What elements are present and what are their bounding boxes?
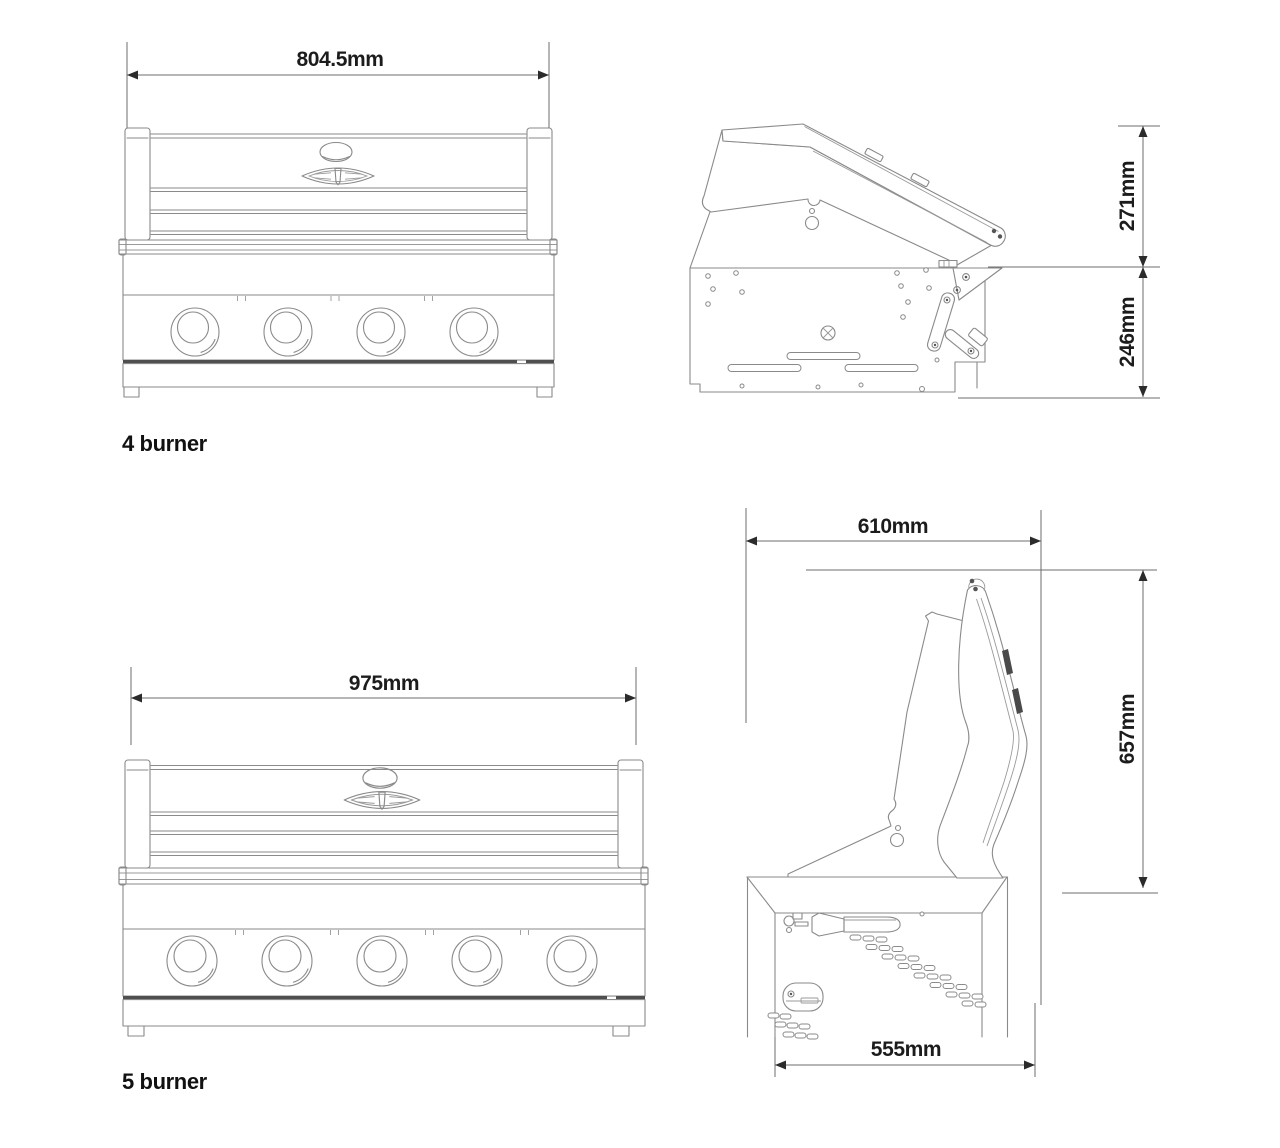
firebox-front-slant — [689, 208, 712, 269]
dimension-side5-open-height: 657mm — [806, 569, 1158, 894]
open-hood — [701, 123, 1006, 268]
right-foot — [612, 1025, 630, 1037]
front-view-4-burner — [118, 127, 558, 398]
front-view-5-burner — [118, 759, 649, 1037]
brand-badge — [343, 791, 421, 810]
burner-knob — [261, 935, 313, 987]
gas-inlet-plate — [782, 982, 824, 1012]
burner-knob — [451, 935, 503, 987]
vent-slot-cascade — [767, 934, 987, 1040]
bench-cutout — [746, 876, 1009, 1038]
handle-mount — [1002, 649, 1013, 675]
hinge-assembly — [926, 267, 1003, 359]
hood-panel-lines — [150, 764, 618, 857]
dim-label-975: 975mm — [349, 672, 419, 695]
hood-right-post — [526, 127, 553, 241]
left-foot — [127, 1025, 145, 1037]
burner-knob — [356, 935, 408, 987]
hood-lip — [118, 238, 558, 256]
panel-shadow-band — [123, 996, 645, 1000]
hood-vent-hole — [804, 215, 820, 231]
brand-badge — [301, 167, 375, 186]
wedge-vent-hole — [894, 824, 902, 832]
lower-band — [122, 999, 646, 1027]
dim-label-610: 610mm — [858, 515, 928, 538]
hood-gauge — [362, 767, 398, 789]
dim-label-271: 271mm — [1116, 161, 1139, 231]
burner-knob — [170, 307, 220, 357]
label-5-burner: 5 burner — [122, 1069, 208, 1094]
hood-panel-lines — [150, 133, 527, 236]
firebox-band — [122, 883, 646, 930]
burner-knob — [356, 307, 406, 357]
dim-label-246: 246mm — [1116, 297, 1139, 367]
panel-tick-marks — [237, 296, 433, 301]
handle-mount — [910, 172, 930, 188]
burner-knob — [166, 935, 218, 987]
handle-mount — [1012, 688, 1023, 714]
burner-knob — [546, 935, 598, 987]
dim-label-657: 657mm — [1116, 694, 1139, 764]
hood-vent-hole — [808, 207, 816, 215]
hood-rear-tab — [938, 259, 958, 268]
left-foot — [123, 386, 140, 398]
band-notch — [517, 360, 526, 364]
hood-gauge — [319, 141, 353, 163]
hood-left-post — [124, 759, 151, 869]
dimension-side5-cutout: 555mm — [774, 1003, 1036, 1077]
dim-label-804: 804.5mm — [296, 48, 383, 71]
firebox-body — [689, 267, 986, 393]
open-hood-blade — [937, 578, 1028, 879]
band-notch — [607, 996, 616, 1000]
side-view-5-burner — [746, 578, 1028, 1040]
side-view-4-burner — [689, 123, 1006, 393]
wedge-vent-hole — [889, 832, 905, 848]
burner-knob — [449, 307, 499, 357]
label-4-burner: 4 burner — [122, 431, 208, 456]
body-rivets — [705, 267, 940, 392]
dim-label-555: 555mm — [871, 1038, 941, 1061]
dimension-front4-width: 804.5mm — [126, 42, 550, 128]
hood-left-post — [124, 127, 151, 241]
hood-roof — [721, 123, 1006, 247]
lower-band — [122, 363, 555, 388]
datum-target-mark — [820, 325, 836, 341]
hood-side-panel — [701, 129, 992, 266]
gas-burner-assembly — [783, 911, 925, 937]
panel-shadow-band — [123, 360, 554, 364]
hood-lip — [118, 866, 649, 886]
hood-right-post — [617, 759, 644, 869]
handle-mount — [864, 147, 884, 163]
panel-tick-marks — [235, 930, 529, 935]
burner-knob — [263, 307, 313, 357]
firebox-band — [122, 253, 555, 296]
firebox-side-wedge — [787, 611, 971, 878]
dimension-front5-width: 975mm — [130, 667, 637, 745]
right-foot — [536, 386, 553, 398]
dimension-side4-heights: 271mm 246mm — [958, 125, 1160, 399]
dimension-side5-depth: 610mm — [745, 508, 1042, 1005]
body-vent-slots — [727, 352, 919, 372]
